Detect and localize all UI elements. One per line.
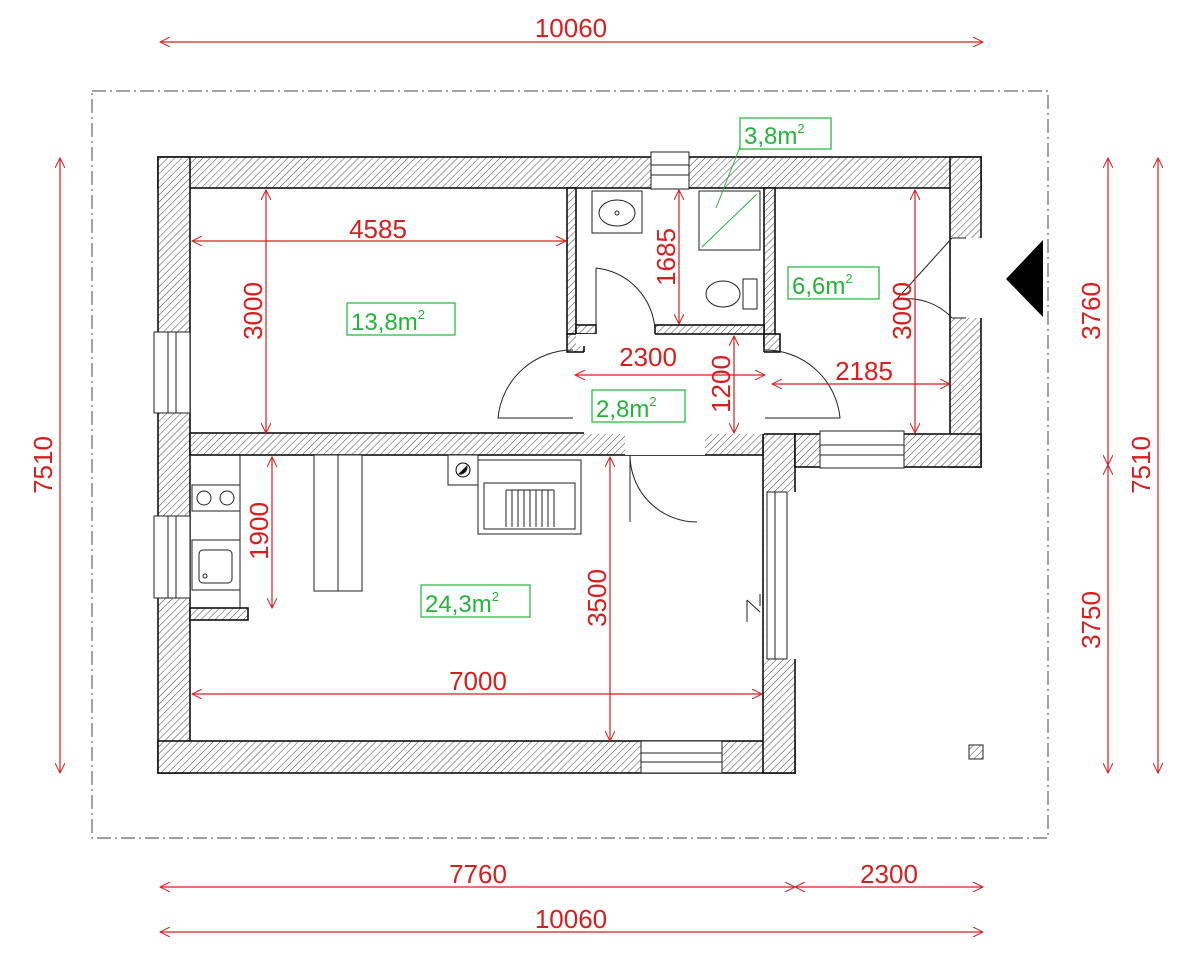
dim-kitchen-depth: 1900: [244, 502, 274, 560]
dim-lower-height-right: 3750: [1076, 591, 1106, 649]
dim-hall-depth: 1200: [706, 355, 736, 413]
area-living: 24,3m2: [425, 589, 499, 618]
dim-hall-width: 2300: [619, 342, 677, 372]
dim-upper-height-right: 3760: [1076, 282, 1106, 340]
dim-overall-width-top: 10060: [535, 13, 607, 43]
area-labels: 13,8m2 3,8m2 6,6m2 2,8m2 24,3m2: [346, 117, 880, 618]
site-boundary: [91, 90, 1049, 839]
windows: [153, 151, 905, 774]
dim-room1-width: 4585: [349, 214, 407, 244]
dim-room1-height: 3000: [238, 282, 268, 340]
dim-segment-left-bottom: 7760: [449, 859, 507, 889]
sliding-door-icon: [746, 594, 761, 622]
site-marker-icon: [968, 744, 984, 760]
dim-segment-right-bottom: 2300: [860, 859, 918, 889]
dim-room2-width: 2185: [835, 356, 893, 386]
toilet-icon: [742, 278, 758, 310]
area-hall: 2,8m2: [596, 394, 657, 423]
chimney-icon: [447, 454, 479, 486]
dim-bathroom-height: 1685: [651, 228, 681, 286]
dim-room2-height: 3000: [887, 282, 917, 340]
door-swings: [497, 237, 966, 523]
entrance-arrow-icon: [1006, 240, 1043, 317]
area-bathroom: 3,8m2: [744, 121, 805, 150]
dimension-lines: [60, 42, 1158, 932]
dim-overall-height-right: 7510: [1126, 436, 1156, 494]
dimension-labels: 10060 7760 2300 10060 7510 7510 3760 375…: [28, 13, 1156, 934]
dim-overall-height-left: 7510: [28, 436, 58, 494]
fixtures: [189, 146, 984, 760]
area-room1: 13,8m2: [351, 307, 425, 336]
dim-living-height: 3500: [582, 569, 612, 627]
stove-icon: [191, 484, 241, 512]
area-room2: 6,6m2: [792, 271, 853, 300]
dim-living-width: 7000: [449, 666, 507, 696]
dim-overall-width-bottom: 10060: [535, 904, 607, 934]
